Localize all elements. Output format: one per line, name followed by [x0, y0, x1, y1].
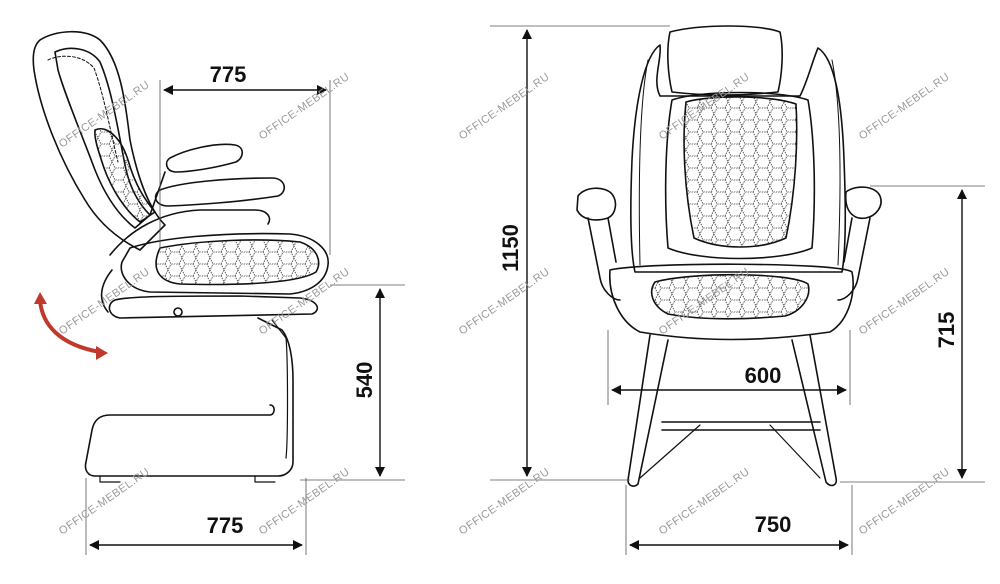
watermark: OFFICE-MEBEL.RU	[857, 466, 952, 538]
seat-width-label: 600	[745, 363, 782, 388]
side-view-chair	[32, 30, 329, 483]
watermark: OFFICE-MEBEL.RU	[657, 466, 752, 538]
tilt-arrow-icon	[38, 298, 102, 354]
tilt-arrow-head-bottom-icon	[96, 346, 108, 360]
watermark: OFFICE-MEBEL.RU	[457, 71, 552, 143]
tilt-arrow-head-top-icon	[34, 292, 47, 304]
seat-height-label: 540	[352, 362, 377, 399]
front-dimension-guides	[490, 25, 985, 555]
side-dimension-arrows	[89, 85, 385, 550]
front-view-chair	[576, 25, 882, 487]
total-height-label: 1150	[498, 224, 523, 272]
side-depth-bottom-label: 775	[207, 513, 244, 538]
watermark: OFFICE-MEBEL.RU	[457, 266, 552, 338]
total-width-label: 750	[755, 512, 792, 537]
watermark: OFFICE-MEBEL.RU	[57, 266, 152, 338]
watermark: OFFICE-MEBEL.RU	[257, 71, 352, 143]
side-depth-top-label: 775	[210, 62, 247, 87]
watermark: OFFICE-MEBEL.RU	[857, 71, 952, 143]
armrest-height-label: 715	[934, 312, 959, 349]
watermark: OFFICE-MEBEL.RU	[457, 466, 552, 538]
front-dimension-arrows	[522, 29, 967, 550]
watermarks: OFFICE-MEBEL.RU OFFICE-MEBEL.RU OFFICE-M…	[57, 71, 952, 538]
side-dimension-guides	[85, 80, 405, 555]
